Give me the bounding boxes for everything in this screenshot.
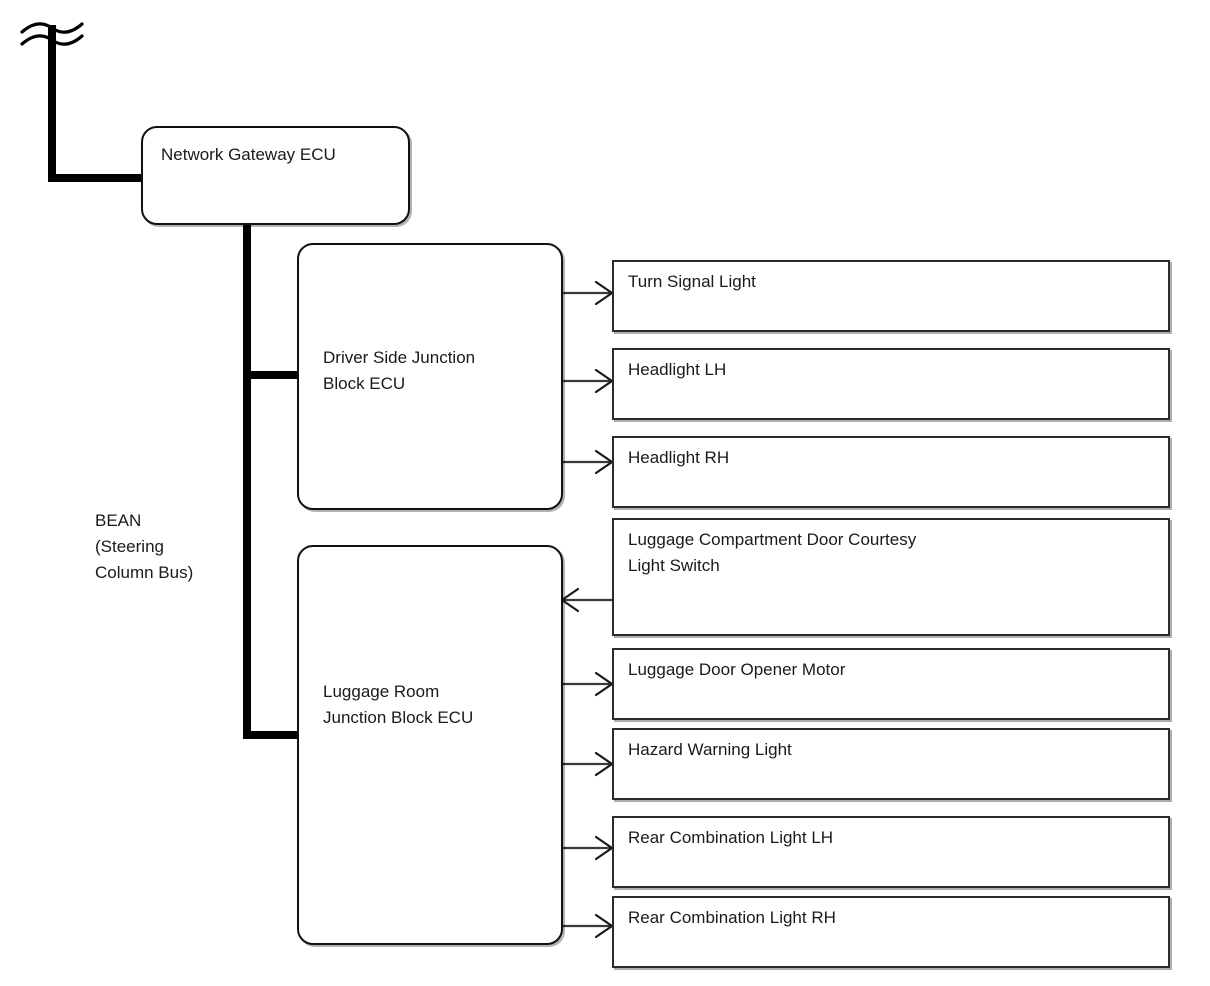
component-label-rear-combination-light-lh: Rear Combination Light LH [628,828,834,847]
component-label-headlight-lh: Headlight LH [628,360,727,379]
component-box-headlight-rh[interactable]: Headlight RH [612,436,1170,508]
arrow-luggage-compartment-door-courtesy-light-switch [560,587,612,613]
ecu-luggage-room-junction-block-label: Luggage Room Junction Block ECU [323,682,474,727]
component-box-hazard-warning-light[interactable]: Hazard Warning Light [612,728,1170,800]
ecu-luggage-room-junction-block[interactable]: Luggage Room Junction Block ECU [297,545,563,945]
component-label-luggage-compartment-door-courtesy-light-switch: Luggage Compartment Door Courtesy Light … [628,530,917,575]
component-box-luggage-compartment-door-courtesy-light-switch[interactable]: Luggage Compartment Door Courtesy Light … [612,518,1170,636]
component-label-headlight-rh: Headlight RH [628,448,730,467]
component-box-headlight-lh[interactable]: Headlight LH [612,348,1170,420]
ecu-driver-side-junction-block-label: Driver Side Junction Block ECU [323,348,476,393]
component-box-luggage-door-opener-motor[interactable]: Luggage Door Opener Motor [612,648,1170,720]
component-box-turn-signal-light[interactable]: Turn Signal Light [612,260,1170,332]
arrow-rear-combination-light-rh [562,913,614,939]
bean-bus-caption: BEAN (Steering Column Bus) [95,511,194,582]
component-label-hazard-warning-light: Hazard Warning Light [628,740,792,759]
arrow-hazard-warning-light [562,751,614,777]
arrow-luggage-door-opener-motor [562,671,614,697]
ecu-driver-side-junction-block[interactable]: Driver Side Junction Block ECU [297,243,563,510]
arrow-rear-combination-light-lh [562,835,614,861]
component-label-turn-signal-light: Turn Signal Light [628,272,756,291]
ecu-network-gateway-label: Network Gateway ECU [161,145,336,164]
ecu-network-gateway[interactable]: Network Gateway ECU [141,126,410,225]
arrow-turn-signal-light [562,280,614,306]
component-box-rear-combination-light-rh[interactable]: Rear Combination Light RH [612,896,1170,968]
signal-arrow-group [560,280,614,939]
component-label-luggage-door-opener-motor: Luggage Door Opener Motor [628,660,846,679]
bean-bus-trunk-upper [48,25,141,182]
arrow-headlight-lh [562,368,614,394]
arrow-headlight-rh [562,449,614,475]
bus-break-squiggle-icon [20,22,84,46]
component-box-rear-combination-light-lh[interactable]: Rear Combination Light LH [612,816,1170,888]
bean-bus-trunk-lower [243,224,297,739]
component-label-rear-combination-light-rh: Rear Combination Light RH [628,908,836,927]
